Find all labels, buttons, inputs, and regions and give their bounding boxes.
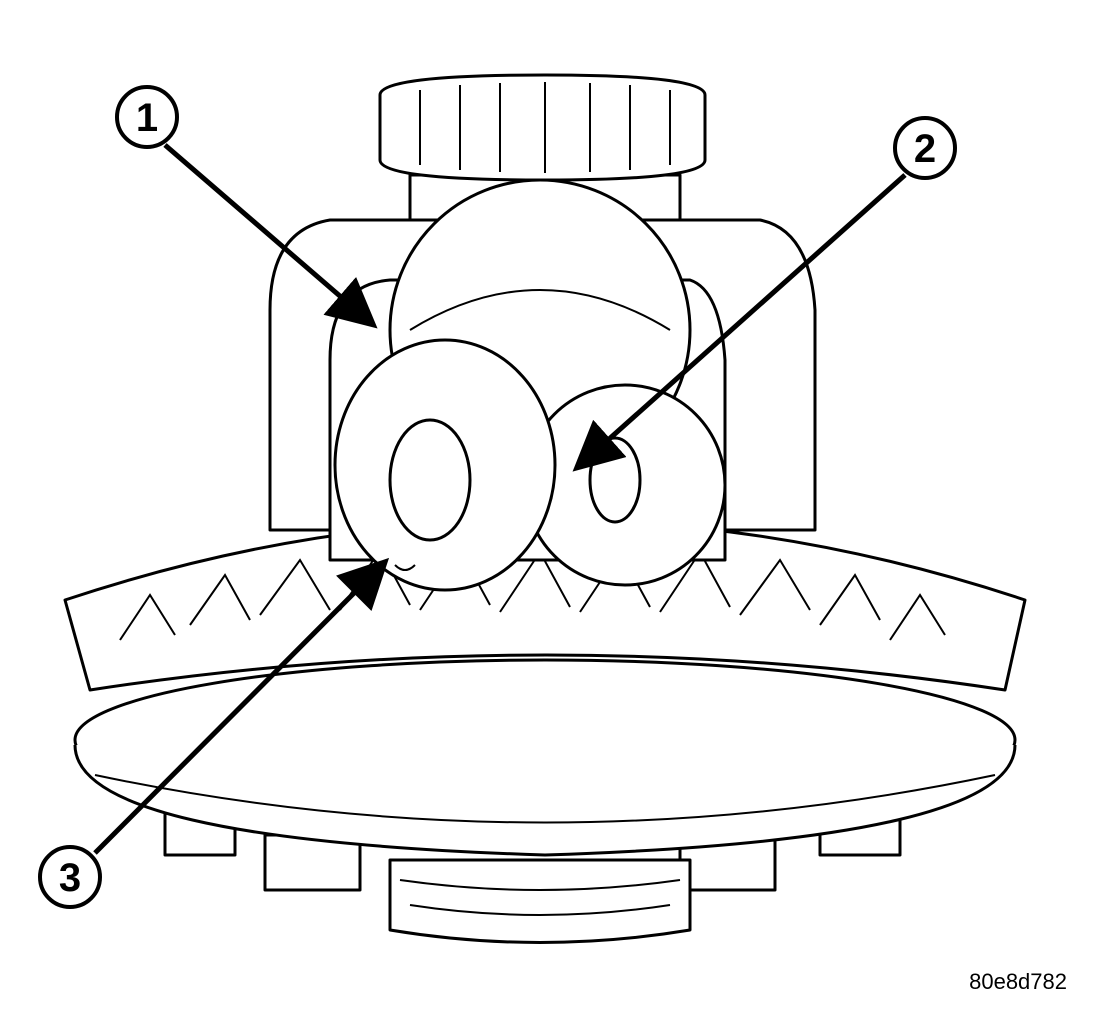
callout-3: 3 bbox=[38, 845, 102, 909]
leader-lines bbox=[93, 143, 907, 855]
ring-gear-flange bbox=[73, 658, 1017, 857]
thrust-washer bbox=[333, 338, 557, 592]
figure-code: 80e8d782 bbox=[969, 969, 1067, 994]
leader-line-1 bbox=[163, 143, 378, 329]
leader-line-3 bbox=[93, 557, 390, 855]
callout-2-label: 2 bbox=[914, 127, 936, 171]
callout-3-label: 3 bbox=[59, 856, 81, 900]
leader-line-2 bbox=[572, 173, 907, 472]
callout-1: 1 bbox=[115, 85, 179, 149]
callout-2: 2 bbox=[893, 116, 957, 180]
callout-1-label: 1 bbox=[136, 96, 158, 140]
